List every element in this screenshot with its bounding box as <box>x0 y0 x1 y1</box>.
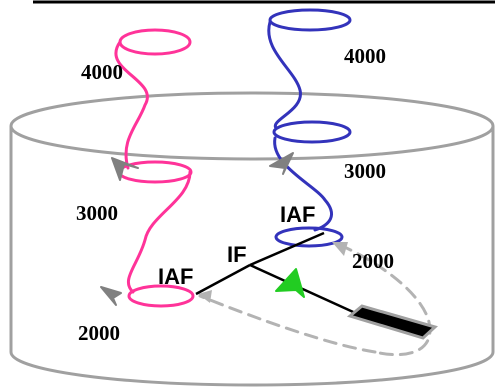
right-descent-path-lower <box>273 136 333 232</box>
route-lines <box>195 231 363 318</box>
right-altitude-4000: 4000 <box>344 44 386 68</box>
dashed-path-bottom <box>198 294 377 354</box>
left-iaf-label: IAF <box>158 264 193 289</box>
right-holding-loop-3000 <box>272 120 352 144</box>
right-holding-loop-2000 <box>274 226 344 248</box>
aircraft-grey-left-lower-icon <box>100 286 122 306</box>
route-right-iaf-to-if <box>249 231 325 267</box>
right-holding-stack <box>267 8 352 248</box>
cylinder-bottom-arc <box>9 351 495 387</box>
dashed-path-arrow-upper <box>332 242 348 256</box>
right-altitude-2000: 2000 <box>352 249 394 273</box>
right-descent-path-upper <box>267 20 302 130</box>
runway <box>346 304 438 340</box>
right-altitude-3000: 3000 <box>344 159 386 183</box>
left-altitude-2000: 2000 <box>78 321 120 345</box>
right-holding-loop-4000 <box>268 8 352 32</box>
aircraft-grey-right-icon <box>269 152 294 175</box>
left-altitude-4000: 4000 <box>81 60 123 84</box>
dashed-path-arrow-lower <box>198 290 212 303</box>
aircraft-grey-left-upper-icon <box>111 157 139 181</box>
left-descent-path-upper <box>114 40 149 170</box>
airspace-cylinder <box>9 91 495 387</box>
aircraft-green-icon <box>275 268 305 298</box>
route-left-iaf-to-if <box>195 263 251 296</box>
right-iaf-label: IAF <box>280 202 315 227</box>
left-holding-stack <box>114 28 195 308</box>
left-holding-loop-4000 <box>118 28 192 56</box>
cylinder-top-ellipse <box>9 91 495 161</box>
left-altitude-3000: 3000 <box>76 201 118 225</box>
left-descent-path-lower <box>126 170 192 294</box>
if-label: IF <box>227 242 247 267</box>
left-holding-loop-2000 <box>127 284 195 308</box>
route-if-to-runway <box>249 263 363 318</box>
